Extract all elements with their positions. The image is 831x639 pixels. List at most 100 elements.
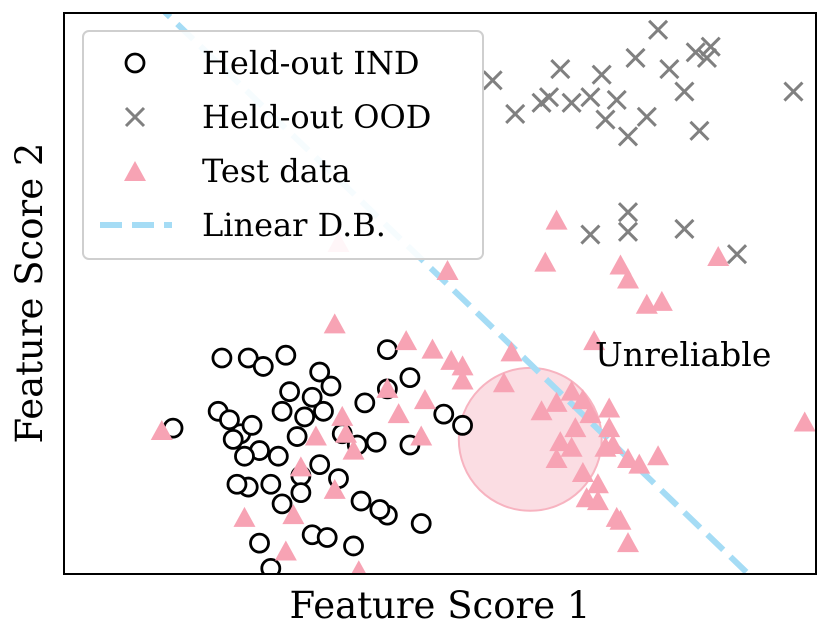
test-point: [331, 405, 354, 426]
ind-point: [290, 482, 312, 504]
test-point: [534, 251, 557, 272]
test-point: [628, 453, 651, 474]
test-point: [289, 456, 312, 477]
ind-point: [376, 339, 398, 361]
ood-point: [561, 92, 582, 113]
test-point: [351, 560, 367, 574]
test-point: [150, 419, 173, 440]
test-point: [601, 433, 624, 454]
test-point: [530, 400, 553, 421]
ind-point: [249, 532, 270, 554]
test-point: [560, 380, 583, 401]
ood-point: [617, 221, 639, 242]
ind-point: [316, 527, 338, 548]
test-point: [451, 369, 474, 390]
ood-point: [685, 42, 706, 63]
test-point: [335, 422, 357, 443]
test-point: [376, 377, 399, 398]
ind-point: [399, 367, 421, 389]
test-point: [545, 391, 568, 412]
ood-point: [617, 126, 639, 147]
test-point: [617, 532, 639, 553]
test-point: [274, 540, 297, 561]
test-point: [707, 246, 730, 267]
ind-point: [350, 490, 372, 512]
ood-point: [595, 109, 616, 130]
ood-point: [648, 19, 669, 40]
ind-point: [260, 473, 282, 495]
test-point: [395, 330, 418, 351]
test-point: [500, 341, 523, 362]
test-point: [492, 372, 515, 393]
plot-frame: [63, 12, 817, 575]
legend: Held-out IND Held-out OOD Test data Line…: [82, 30, 484, 260]
test-point: [583, 330, 606, 351]
test-point: [647, 445, 670, 466]
test-point: [650, 290, 673, 311]
ind-point: [222, 428, 244, 450]
ind-point: [301, 386, 323, 408]
x-axis-label: Feature Score 1: [290, 584, 591, 627]
test-point: [564, 417, 587, 438]
ood-point: [783, 81, 804, 102]
test-point: [586, 490, 609, 511]
ood-point: [689, 120, 710, 141]
test-point: [617, 447, 639, 468]
ind-point: [452, 414, 473, 436]
test-point: [571, 462, 594, 483]
ind-point: [279, 381, 301, 403]
test-point: [549, 431, 572, 452]
ind-point: [309, 361, 331, 383]
ood-point: [580, 87, 601, 108]
ind-point: [286, 426, 308, 447]
ood-point: [580, 224, 601, 245]
legend-label-test: Test data: [202, 152, 351, 190]
y-axis-label: Feature Score 2: [8, 143, 51, 444]
test-point: [586, 473, 609, 494]
ind-point: [219, 409, 240, 431]
test-point: [609, 509, 632, 530]
test-point: [793, 411, 816, 432]
ood-point: [636, 106, 657, 127]
ood-point: [674, 81, 695, 102]
test-point: [545, 447, 568, 468]
ind-point: [369, 499, 391, 520]
ind-point: [365, 431, 387, 453]
ind-point: [275, 344, 297, 366]
test-point: [560, 436, 583, 457]
test-point: [617, 268, 639, 289]
ind-point: [294, 406, 316, 428]
test-point: [282, 504, 305, 525]
ind-point: [343, 535, 364, 557]
ood-point: [674, 218, 695, 240]
ood-point: [617, 202, 639, 223]
test-point: [571, 389, 594, 410]
ind-point: [410, 513, 432, 534]
test-point: [413, 389, 436, 410]
ind-point: [226, 473, 248, 495]
ind-point: [241, 414, 263, 436]
ood-point: [591, 64, 612, 85]
ood-point: [550, 59, 571, 80]
ood-point: [700, 36, 721, 57]
plot-area: [150, 13, 816, 574]
ind-point: [271, 493, 293, 515]
unreliable-region: [457, 366, 603, 512]
ood-point: [482, 70, 503, 91]
ind-point: [313, 400, 334, 422]
test-point: [342, 439, 365, 460]
test-point: [304, 425, 327, 446]
circle-open-icon: [124, 52, 146, 74]
ood-point: [659, 59, 680, 80]
legend-label-ind: Held-out IND: [202, 44, 420, 82]
triangle-icon: [124, 161, 146, 181]
test-point: [451, 355, 474, 376]
test-point: [598, 397, 621, 418]
ind-point: [252, 356, 274, 377]
test-point: [579, 403, 602, 424]
test-point: [609, 254, 632, 275]
ood-point: [696, 47, 718, 68]
ind-point: [309, 454, 331, 476]
ind-point: [271, 400, 293, 422]
